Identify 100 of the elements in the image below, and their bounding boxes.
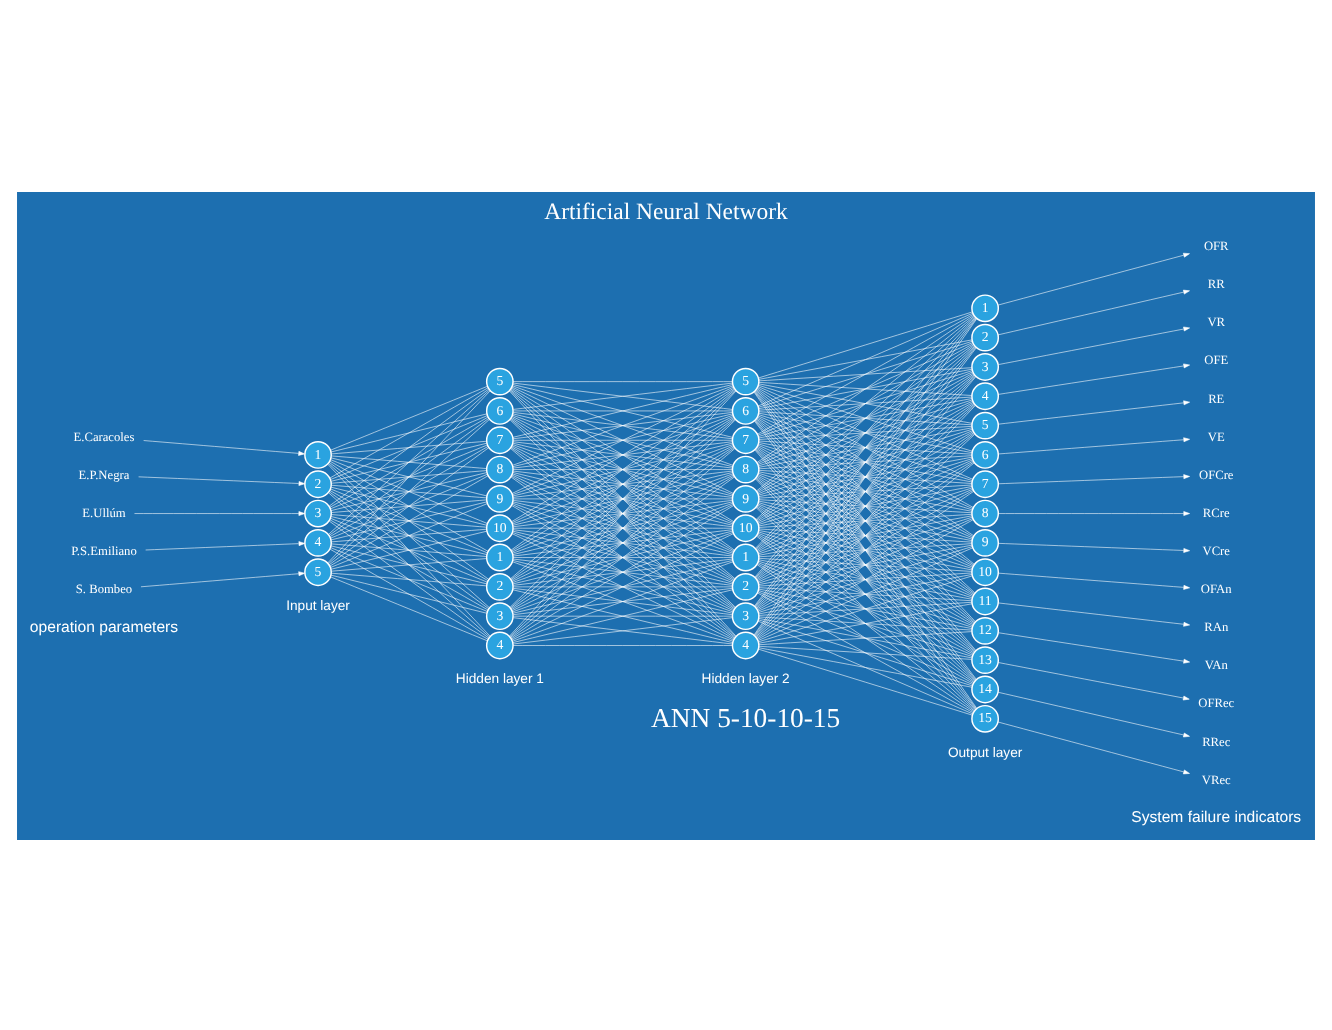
- connector: [328, 446, 490, 565]
- connector: [758, 589, 973, 656]
- connector: [757, 532, 974, 654]
- connector: [756, 314, 975, 462]
- connector: [757, 546, 974, 640]
- connector: [511, 532, 734, 640]
- connector: [758, 647, 973, 715]
- connector: [758, 499, 973, 540]
- connector: [511, 385, 734, 493]
- connector: [331, 483, 487, 498]
- connector: [756, 372, 975, 521]
- connector: [511, 444, 734, 552]
- connector: [512, 381, 733, 409]
- connector: [512, 559, 733, 613]
- arrow: [138, 475, 306, 485]
- connector: [328, 462, 490, 608]
- connector: [330, 546, 488, 611]
- connector: [328, 491, 490, 637]
- connector: [511, 386, 735, 522]
- connector: [757, 342, 974, 463]
- connector: [757, 341, 974, 435]
- connector: [758, 615, 973, 630]
- arrow: [143, 439, 305, 455]
- connector: [757, 619, 974, 714]
- connector: [758, 369, 973, 436]
- connector: [758, 397, 973, 438]
- connector: [329, 459, 489, 551]
- connector: [329, 547, 489, 639]
- connector: [758, 515, 973, 583]
- connector: [757, 443, 974, 538]
- connector: [758, 310, 973, 378]
- connector: [757, 517, 974, 611]
- connector: [758, 618, 973, 686]
- connector: [758, 483, 973, 498]
- connector: [512, 585, 733, 587]
- connector: [757, 415, 974, 537]
- connector: [758, 530, 973, 598]
- connector: [757, 518, 974, 639]
- connector: [756, 402, 975, 550]
- connector: [329, 518, 489, 610]
- connector: [758, 457, 973, 524]
- connector: [758, 441, 973, 482]
- connector: [758, 442, 973, 510]
- connector: [330, 441, 488, 481]
- connector: [757, 531, 974, 626]
- diagram-title: Artificial Neural Network: [544, 197, 788, 224]
- connector: [756, 431, 975, 579]
- connector: [329, 415, 489, 507]
- connector: [512, 468, 733, 469]
- connector: [756, 343, 975, 492]
- label: ANN 5-10-10-15: [651, 701, 841, 732]
- connector: [328, 519, 490, 638]
- connector: [758, 426, 973, 467]
- connector: [331, 513, 487, 527]
- connector: [512, 469, 733, 497]
- connector: [758, 571, 973, 586]
- connector: [512, 412, 733, 466]
- connector: [758, 485, 973, 526]
- connector: [331, 498, 487, 512]
- connector: [510, 387, 735, 550]
- connector: [328, 417, 490, 535]
- connector: [758, 383, 973, 451]
- connector: [758, 469, 973, 483]
- connector: [512, 560, 734, 641]
- connector: [756, 534, 975, 682]
- connector: [512, 587, 733, 614]
- connector: [512, 413, 734, 494]
- connector: [330, 529, 488, 569]
- connector: [757, 503, 974, 625]
- connector: [758, 471, 973, 539]
- connector: [327, 389, 491, 563]
- connector: [758, 630, 973, 645]
- connector: [329, 474, 489, 566]
- connector: [512, 499, 733, 526]
- connector: [757, 386, 974, 507]
- connector: [756, 416, 975, 565]
- connector: [758, 559, 973, 627]
- connector: [511, 416, 735, 551]
- connector: [758, 413, 973, 480]
- connector: [758, 395, 973, 410]
- connector: [329, 386, 489, 478]
- connector: [756, 446, 975, 594]
- connector: [756, 475, 975, 624]
- connector: [331, 527, 487, 542]
- arrow: [145, 540, 306, 550]
- arrow: [140, 570, 305, 587]
- connector: [758, 470, 973, 511]
- connector: [512, 380, 733, 381]
- connector: [757, 371, 974, 493]
- connector: [757, 562, 974, 683]
- arrow: [998, 571, 1190, 589]
- connector: [331, 454, 487, 468]
- connector: [757, 370, 974, 464]
- connector: [331, 542, 487, 556]
- arrow: [998, 473, 1190, 484]
- connector: [330, 412, 488, 452]
- connector: [756, 563, 975, 712]
- connector: [758, 646, 973, 687]
- connector: [757, 385, 974, 479]
- connector: [757, 311, 974, 406]
